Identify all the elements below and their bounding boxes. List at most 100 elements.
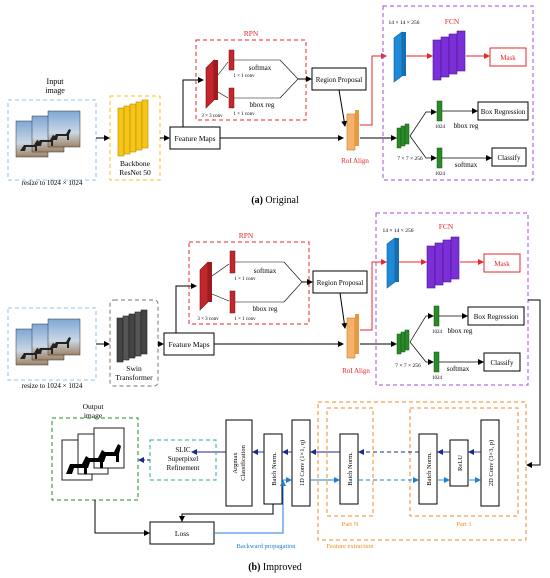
fc-dim-label: 7 × 7 × 256: [397, 156, 423, 162]
head-box: [382, 5, 534, 181]
rpn-label: RPN: [244, 29, 259, 38]
box-regression-box: [477, 101, 529, 121]
classify-label-b: Classify: [491, 359, 514, 367]
fc-softmax-label-b: softmax: [447, 365, 470, 373]
relu-block: [449, 439, 469, 487]
rpn-bbox-label-b: bbox reg: [253, 305, 278, 313]
fc-1024-b: 1024: [435, 172, 446, 177]
rpn-conv3-block: [205, 59, 215, 109]
fc-green-b: [436, 147, 443, 169]
backward-label: Backward propagation: [236, 543, 296, 550]
box-regression-label: Box Regression: [481, 108, 526, 116]
classify-label: Classify: [498, 154, 521, 162]
batch-norm-1: [418, 433, 438, 505]
rpn-softmax-label: softmax: [249, 64, 272, 72]
fcn-label-b: FCN: [439, 222, 454, 231]
fc-1024-b-b: 1024: [432, 376, 443, 381]
rpn-conv1-label-b: 1 × 1 conv: [233, 112, 255, 117]
batch-norm-left-label: Batch Norm.: [271, 452, 278, 486]
region-proposal-label: Region Proposal: [316, 76, 363, 84]
input-resize-label: resize to 1024 × 1024: [22, 179, 83, 187]
feature-maps-label-b: Feature Maps: [168, 340, 209, 349]
roi-align-label-b: RoI Align: [342, 367, 370, 375]
arrow-roi-fcn: [360, 53, 387, 126]
fc-1024-a-b: 1024: [432, 330, 443, 335]
rpn-conv1-label-b-b: 1 × 1 conv: [234, 317, 256, 322]
feature-extraction-box: [317, 401, 527, 541]
rpn-conv1-label-a: 1 × 1 conv: [233, 74, 255, 79]
rpn-conv1-block-a: [228, 49, 235, 71]
rpn-conv3-label-b: 3 × 3 conv: [197, 317, 219, 322]
roi-align-block: [346, 113, 356, 151]
swin-blocks: [116, 309, 148, 363]
fcn-purple-blocks-b: [426, 236, 460, 289]
conv1d-label: 1D Conv (1×1, q): [299, 440, 306, 486]
mask-label-b: Mask: [494, 260, 510, 268]
fcn-blue-block: [393, 31, 403, 83]
conv2d-block: [480, 419, 500, 507]
classify-box: [491, 147, 527, 167]
arrow-output-loss: [94, 500, 150, 536]
arrow-rp-roi: [338, 89, 348, 127]
input-images-b: [15, 318, 81, 366]
fcn-label: FCN: [445, 17, 460, 26]
region-proposal-label-b: Region Proposal: [317, 279, 364, 287]
head-box-b: [375, 212, 529, 386]
feature-extraction-label: Feature extraction: [326, 543, 374, 550]
arrow-loss-backprop: [214, 480, 286, 534]
part-1-label: Part 1: [456, 521, 471, 528]
rpn-bbox-label: bbox reg: [250, 101, 275, 109]
rpn-label-b: RPN: [239, 231, 254, 240]
part-n-label: Part N: [342, 521, 359, 528]
fc-green-block: [396, 123, 410, 149]
mask-box-b: [483, 253, 521, 273]
input-image-box-b: [7, 307, 97, 381]
part-n-box: [326, 407, 374, 517]
argmax-block: [225, 419, 253, 507]
rpn-conv1-label-a-b: 1 × 1 conv: [234, 277, 256, 282]
box-regression-box-b: [467, 306, 525, 326]
backbone-blocks: [117, 99, 149, 157]
input-resize-label-b: resize to 1024 × 1024: [22, 382, 83, 390]
fcn-dim-label: 14 × 14 × 256: [389, 20, 420, 26]
input-images: [15, 110, 81, 158]
fc-dim-label-b: 7 × 7 × 256: [395, 363, 421, 369]
fc-softmax-label: softmax: [455, 161, 478, 169]
roi-align-label: RoI Align: [341, 157, 369, 165]
relu-label: ReLU: [457, 455, 464, 471]
mask-box: [489, 47, 527, 67]
rpn-conv1-block-b: [228, 87, 235, 109]
roi-align-block-b: [346, 317, 356, 359]
caption-improved: (b) Improved: [248, 562, 302, 573]
output-masks: [61, 427, 125, 481]
argmax-label: ArgmaxClassification: [232, 444, 247, 480]
fc-bbox-reg-label-b: bbox reg: [448, 327, 473, 335]
fc-1024-a: 1024: [435, 125, 446, 130]
feature-maps-label: Feature Maps: [174, 134, 215, 143]
caption-original: (a) Original: [251, 195, 299, 206]
arrow-bn-loss: [179, 504, 274, 522]
fc-green-a: [436, 100, 443, 122]
conv1d-block: [291, 419, 311, 507]
loss-label: Loss: [175, 529, 189, 538]
fcn-dim-label-b: 14 × 14 × 256: [383, 228, 414, 234]
conv2d-label: 2D Conv (3×3, p): [488, 440, 495, 486]
input-image-box: [7, 99, 97, 181]
part-1-box: [409, 407, 519, 517]
box-regression-label-b: Box Regression: [474, 313, 519, 321]
rpn-softmax-label-b: softmax: [254, 267, 277, 275]
fc-bbox-reg-label: bbox reg: [454, 122, 479, 130]
mask-label: Mask: [500, 54, 516, 62]
fcn-purple-blocks: [432, 30, 466, 81]
batch-norm-1-label: Batch Norm.: [426, 452, 433, 486]
batch-norm-n: [339, 433, 359, 505]
arrow-head-to-features: [526, 299, 541, 468]
batch-norm-n-label: Batch Norm.: [347, 452, 354, 486]
